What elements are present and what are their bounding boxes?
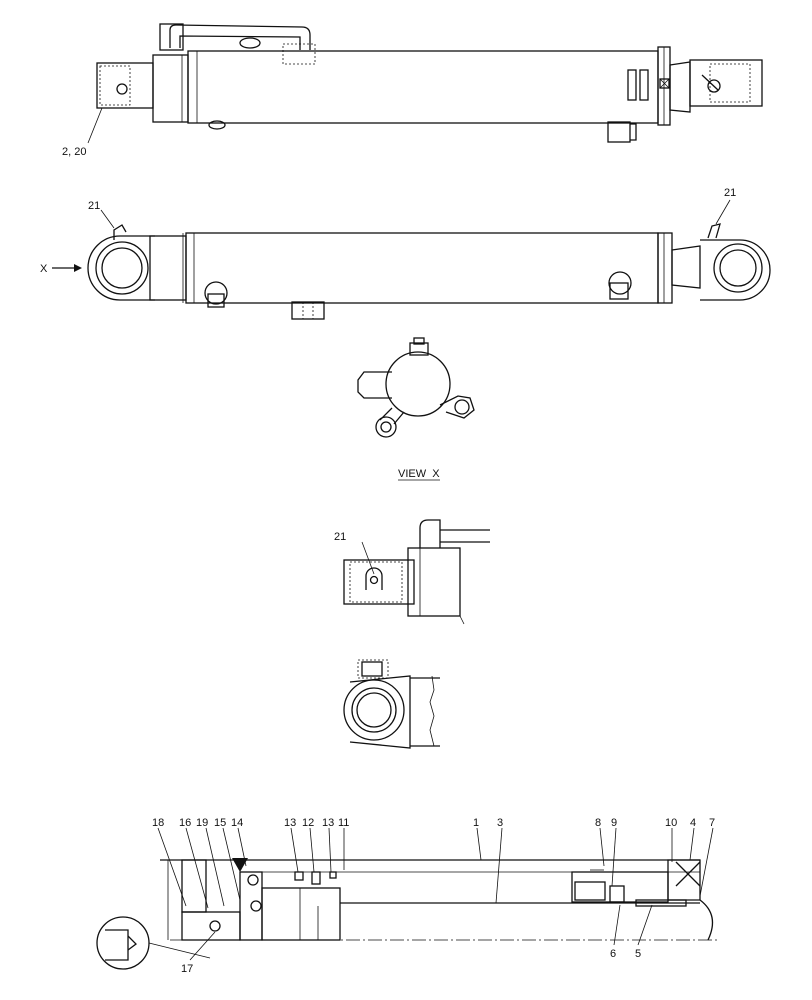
callout-16: 16	[179, 817, 191, 829]
callout-4: 4	[690, 817, 696, 829]
callout-11: 11	[338, 817, 349, 829]
callout-2-20: 2, 20	[62, 146, 86, 158]
callout-17: 17	[181, 963, 193, 975]
callout-5: 5	[635, 948, 641, 960]
callout-12: 12	[302, 817, 314, 829]
detail-eye-end	[343, 659, 440, 749]
callout-13a: 13	[284, 817, 296, 829]
callout-8: 8	[595, 817, 601, 829]
callout-14: 14	[231, 817, 243, 829]
section-callouts-top: 18 16 19 15 14 13 12 13 11 1 3 8 9 10 4 …	[152, 817, 715, 829]
callout-19: 19	[196, 817, 208, 829]
cylinder-sectional-view	[96, 827, 720, 970]
view-x-arrow-label: X	[40, 263, 48, 275]
callout-3: 3	[497, 817, 503, 829]
callout-7: 7	[709, 817, 715, 829]
detail-grease-fitting	[343, 519, 490, 625]
view-x-title: VIEW X	[398, 468, 440, 480]
cylinder-top-view	[87, 23, 763, 144]
section-callouts-bottom: 17 6 5	[181, 948, 641, 975]
callout-21-detail: 21	[334, 531, 346, 543]
callout-9: 9	[611, 817, 617, 829]
view-x-end-view	[357, 337, 475, 481]
callout-15: 15	[214, 817, 226, 829]
callout-10: 10	[665, 817, 677, 829]
callout-6: 6	[610, 948, 616, 960]
callout-21-right: 21	[724, 187, 736, 199]
callout-1: 1	[473, 817, 479, 829]
callout-21-left: 21	[88, 200, 100, 212]
cylinder-side-view	[52, 199, 771, 320]
callout-13b: 13	[322, 817, 334, 829]
callout-18: 18	[152, 817, 164, 829]
